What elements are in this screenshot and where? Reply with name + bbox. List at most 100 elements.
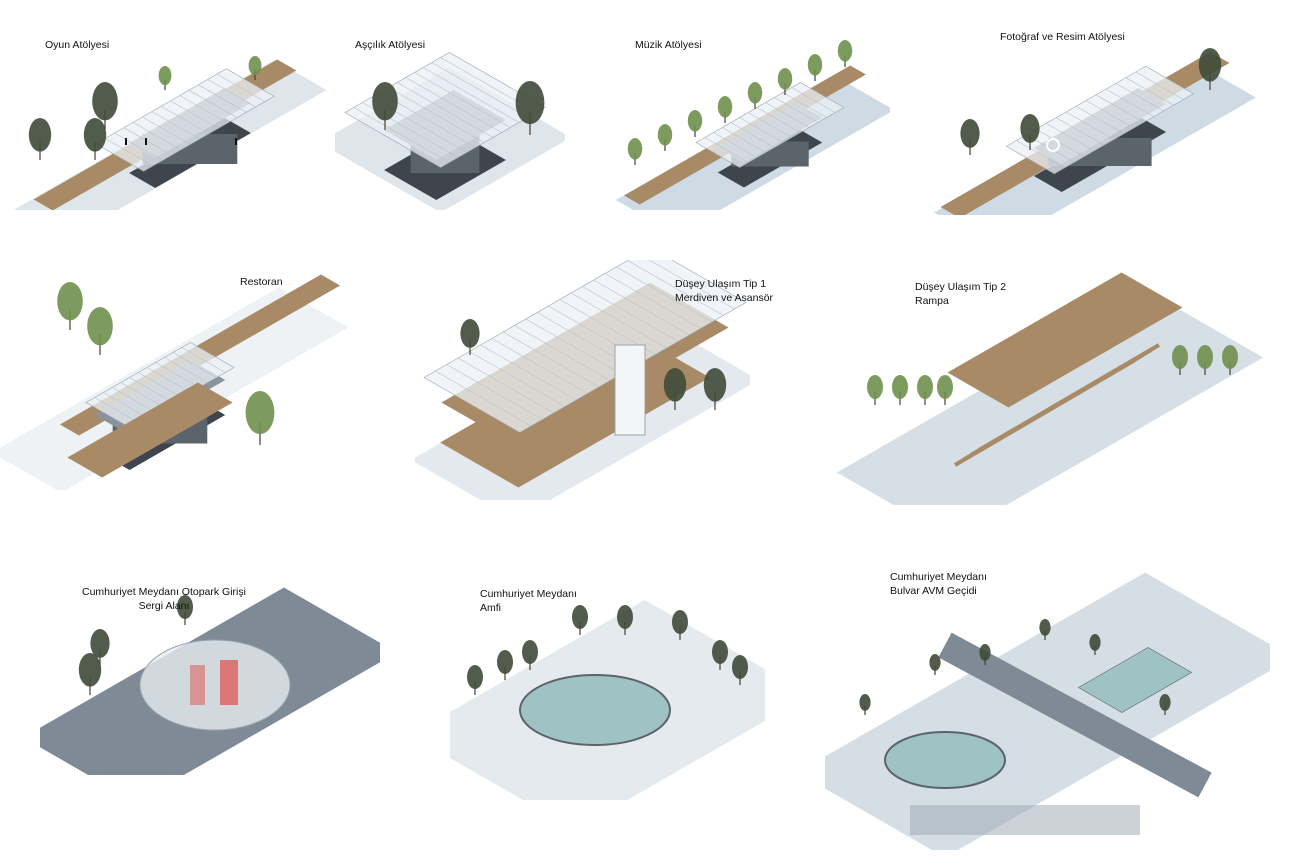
tree-icon xyxy=(687,110,703,137)
tree-icon xyxy=(837,40,853,67)
tree-icon xyxy=(92,82,118,130)
canopy-slat xyxy=(782,92,827,118)
tree-crown xyxy=(929,654,941,671)
isometric-drawing xyxy=(934,48,1256,215)
tree-crown xyxy=(78,653,102,687)
tree-icon xyxy=(960,119,980,155)
tree-crown xyxy=(497,650,513,674)
canopy-slat xyxy=(582,286,679,342)
canopy-slat xyxy=(353,107,450,163)
canopy-grid xyxy=(695,82,845,168)
tree-icon xyxy=(777,68,793,95)
tree-crown xyxy=(1159,694,1171,711)
tree-crown xyxy=(87,307,113,346)
canopy-slat xyxy=(604,273,701,329)
tree-crown xyxy=(1172,345,1188,369)
panel-restoran: Restoran xyxy=(0,260,360,490)
panel-muzik-atolyesi: Müzik Atölyesi xyxy=(605,15,890,210)
canopy-slat xyxy=(1105,88,1154,117)
tree-icon xyxy=(78,653,102,695)
canopy-slat xyxy=(207,79,256,108)
person-figure xyxy=(235,138,237,145)
canopy-slat xyxy=(1095,94,1144,123)
tree-icon xyxy=(158,66,172,90)
canopy-slat xyxy=(94,397,139,423)
canopy-slat xyxy=(423,67,520,123)
canopy-slat xyxy=(1125,77,1174,106)
panel-ascilik-atolyesi: Aşçılık Atölyesi xyxy=(335,20,565,210)
terrace-deck xyxy=(67,382,233,478)
tree-crown xyxy=(777,68,793,90)
canopy-slat xyxy=(198,84,247,113)
tree-crown xyxy=(248,56,262,76)
tree-icon xyxy=(663,368,687,410)
panel-title: Müzik Atölyesi xyxy=(635,39,702,51)
canopy-slat xyxy=(431,62,528,118)
canopy-slat xyxy=(627,260,724,316)
canopy-slat xyxy=(514,325,611,381)
canopy-slat xyxy=(138,372,182,398)
canopy-grid xyxy=(85,342,235,428)
tree-icon xyxy=(1039,619,1051,640)
canopy-slat xyxy=(756,107,801,133)
tree-crown xyxy=(92,82,118,121)
tree-crown xyxy=(657,124,673,146)
tree-crown xyxy=(57,282,83,321)
canopy-panel xyxy=(423,260,747,433)
canopy-slat xyxy=(414,72,511,128)
tree-crown xyxy=(372,82,398,121)
canopy-slat xyxy=(160,105,210,135)
tree-crown xyxy=(1020,114,1040,143)
tree-crown xyxy=(892,375,908,399)
circular-pool xyxy=(884,731,1006,789)
tree-crown xyxy=(687,110,703,132)
tree-icon xyxy=(497,650,513,680)
tree-crown xyxy=(522,640,538,664)
canopy-slat xyxy=(1115,83,1164,112)
canopy-slat xyxy=(1016,140,1065,169)
canopy-grid xyxy=(95,68,275,172)
tree-crown xyxy=(467,665,483,689)
canopy-slat xyxy=(791,87,836,113)
tree-crown xyxy=(663,368,687,402)
tree-icon xyxy=(467,665,483,695)
canopy-slat xyxy=(722,127,766,153)
tree-icon xyxy=(87,307,113,355)
panel-title: Fotoğraf ve Resim Atölyesi xyxy=(1000,31,1125,43)
canopy-slat xyxy=(405,77,502,133)
tree-crown xyxy=(460,319,480,348)
tree-crown xyxy=(747,82,763,104)
canopy-slat xyxy=(397,82,493,138)
tree-icon xyxy=(717,96,733,123)
canopy-slat xyxy=(1056,117,1105,146)
canopy-slat xyxy=(446,364,543,420)
canopy-slat xyxy=(151,111,200,140)
tree-icon xyxy=(937,375,953,405)
tree-icon xyxy=(245,391,275,445)
tree-icon xyxy=(657,124,673,151)
canopy-slat xyxy=(164,357,208,383)
panel-title: Aşçılık Atölyesi xyxy=(355,39,426,51)
tree-icon xyxy=(859,694,871,715)
elevator-stair-tower xyxy=(614,344,646,436)
canopy-slat xyxy=(123,127,172,156)
canopy-slat xyxy=(388,87,485,143)
tree-icon xyxy=(1089,634,1101,655)
canopy-slat xyxy=(616,266,713,323)
canopy-slat xyxy=(1135,71,1184,100)
isometric-drawing xyxy=(0,274,349,490)
tree-icon xyxy=(1020,114,1040,150)
tree-icon xyxy=(1172,345,1188,375)
canopy-slat xyxy=(480,344,577,401)
amphitheater-pool xyxy=(519,674,671,746)
tree-crown xyxy=(28,118,52,152)
tree-icon xyxy=(703,368,727,410)
canopy-slat xyxy=(704,137,749,163)
tree-crown xyxy=(979,644,991,661)
canopy-slat xyxy=(491,338,588,394)
